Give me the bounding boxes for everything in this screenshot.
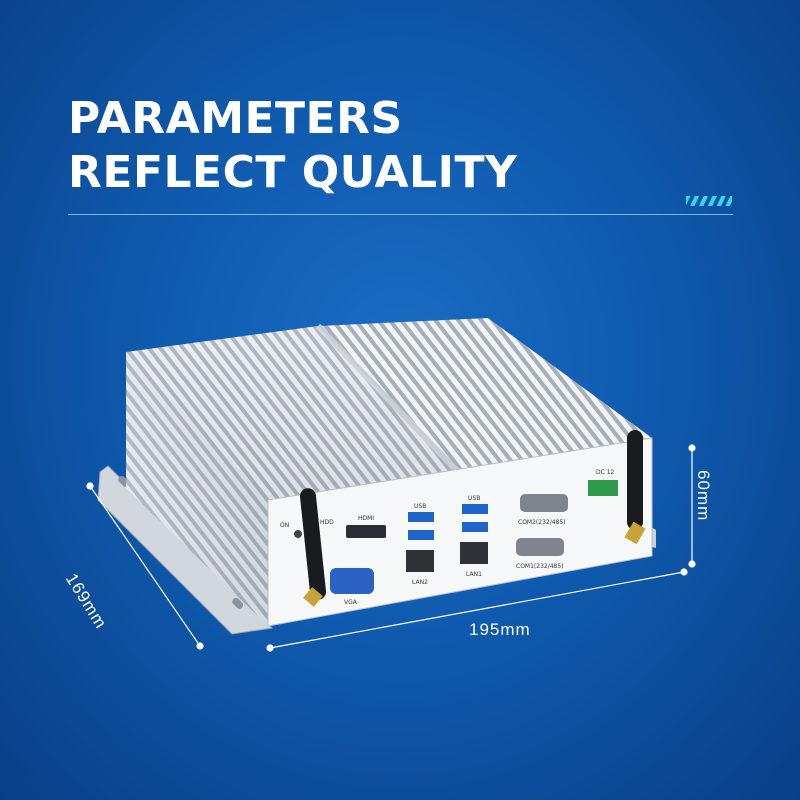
headline-line-2: REFLECT QUALITY: [68, 147, 518, 198]
dc-power-connector: [588, 480, 618, 496]
usb-port-3: [462, 504, 488, 514]
front-io-panel: HDMI ON HDD USB USB LAN2 LAN1 COM2(232/4…: [267, 437, 653, 627]
lan1-port: [460, 542, 488, 564]
lan1-label: LAN1: [466, 571, 482, 578]
heatsink-left-side: [126, 352, 268, 626]
heatsink-top: [126, 318, 652, 500]
usb-label-left: USB: [414, 503, 426, 510]
usb-label-right: USB: [468, 495, 480, 502]
power-button-icon: [294, 530, 302, 538]
lan2-port: [406, 550, 434, 572]
antenna-left: [299, 488, 327, 607]
com2-port: [520, 494, 568, 512]
com1-port: [516, 538, 564, 556]
dimension-lines: [86, 444, 696, 652]
accent-stripes-icon: [686, 196, 732, 206]
usb-port-1: [408, 512, 434, 522]
lan2-label: LAN2: [412, 579, 428, 586]
headline: PARAMETERS REFLECT QUALITY: [68, 92, 517, 200]
com2-label: COM2(232/485): [518, 519, 566, 526]
hdmi-label: HDMI: [358, 515, 374, 522]
vga-label: VGA: [344, 599, 358, 606]
usb-port-2: [408, 530, 434, 540]
antenna-right: [624, 430, 646, 545]
usb-port-4: [462, 522, 488, 532]
hdd-label: HDD: [320, 519, 334, 526]
height-dimension-label: 60mm: [694, 470, 713, 522]
dc-label: DC 12: [596, 469, 615, 476]
width-dimension-label: 195mm: [469, 620, 531, 639]
headline-line-1: PARAMETERS: [68, 93, 403, 144]
com1-label: COM1(232/485): [516, 563, 564, 570]
vga-port: [330, 568, 374, 594]
headline-divider: [68, 214, 733, 215]
hdmi-port: [346, 525, 386, 538]
power-label: ON: [280, 522, 289, 529]
